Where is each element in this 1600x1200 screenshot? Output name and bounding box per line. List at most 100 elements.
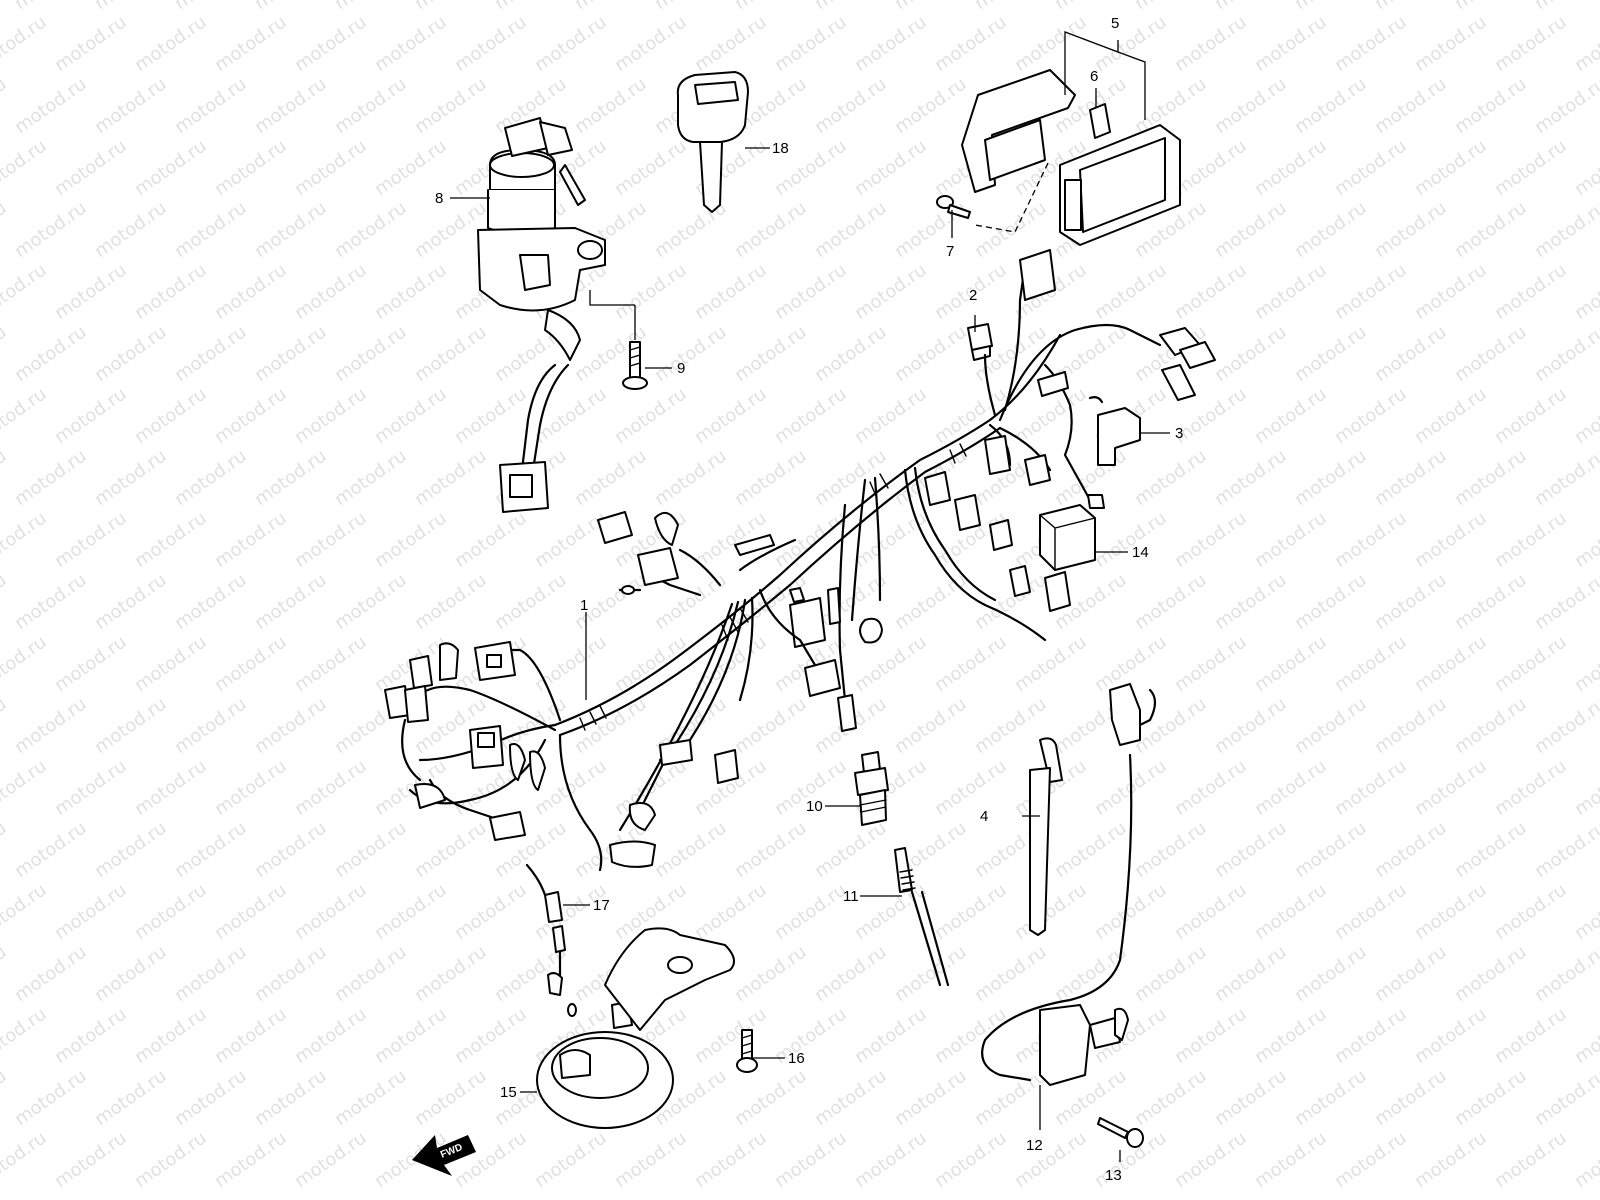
watermark-text: motod.ru [411, 942, 491, 1007]
watermark-text: motod.ru [1211, 0, 1291, 14]
watermark-text: motod.ru [1371, 198, 1451, 263]
watermark-text: motod.ru [1371, 0, 1451, 14]
watermark-text: motod.ru [1331, 1004, 1411, 1069]
watermark-text: motod.ru [11, 74, 91, 139]
watermark-text: motod.ru [651, 446, 731, 511]
watermark-text: motod.ru [931, 12, 1011, 77]
watermark-text: motod.ru [1411, 508, 1491, 573]
watermark-text: motod.ru [211, 756, 291, 821]
watermark-text: motod.ru [171, 446, 251, 511]
watermark-text: motod.ru [1251, 756, 1331, 821]
callout-3: 3 [1175, 425, 1183, 442]
watermark-text: motod.ru [691, 12, 771, 77]
watermark-text: motod.ru [51, 508, 131, 573]
callout-13: 13 [1105, 1167, 1122, 1184]
watermark-text: motod.ru [531, 508, 611, 573]
watermark-text: motod.ru [91, 942, 171, 1007]
watermark-text: motod.ru [651, 0, 731, 14]
watermark-text: motod.ru [291, 260, 371, 325]
watermark-text: motod.ru [131, 756, 211, 821]
watermark-text: motod.ru [1371, 694, 1451, 759]
watermark-text: motod.ru [731, 818, 811, 883]
watermark-text: motod.ru [131, 260, 211, 325]
ignition-key [676, 71, 749, 213]
watermark-text: motod.ru [371, 508, 451, 573]
watermark-text: motod.ru [571, 74, 651, 139]
watermark-text: motod.ru [1131, 1066, 1211, 1131]
watermark-text: motod.ru [1531, 74, 1600, 139]
watermark-text: motod.ru [1571, 1004, 1600, 1069]
cdi-unit [961, 69, 1181, 246]
watermark-text: motod.ru [131, 508, 211, 573]
watermark-text: motod.ru [771, 880, 851, 945]
sensor-12 [981, 683, 1157, 1086]
callout-16: 16 [788, 1050, 805, 1067]
connector-2 [967, 323, 993, 361]
horn-15 [536, 927, 735, 1129]
watermark-text: motod.ru [1491, 1128, 1571, 1193]
watermark-text: motod.ru [731, 1066, 811, 1131]
watermark-text: motod.ru [971, 942, 1051, 1007]
watermark-text: motod.ru [0, 12, 51, 77]
watermark-text: motod.ru [811, 818, 891, 883]
watermark-text: motod.ru [131, 1004, 211, 1069]
watermark-text: motod.ru [51, 632, 131, 697]
watermark-text: motod.ru [1531, 942, 1600, 1007]
watermark-text: motod.ru [1171, 632, 1251, 697]
watermark-text: motod.ru [531, 632, 611, 697]
watermark-text: motod.ru [171, 694, 251, 759]
watermark-text: motod.ru [1571, 384, 1600, 449]
watermark-text: motod.ru [371, 1004, 451, 1069]
watermark-text: motod.ru [1251, 880, 1331, 945]
watermark-text: motod.ru [51, 880, 131, 945]
watermark-text: motod.ru [11, 322, 91, 387]
callout-15: 15 [500, 1084, 517, 1101]
watermark-text: motod.ru [1371, 570, 1451, 635]
watermark-text: motod.ru [731, 694, 811, 759]
watermark-text: motod.ru [371, 12, 451, 77]
watermark-text: motod.ru [1291, 818, 1371, 883]
watermark-text: motod.ru [171, 0, 251, 14]
watermark-text: motod.ru [771, 508, 851, 573]
watermark-text: motod.ru [531, 1128, 611, 1193]
watermark-text: motod.ru [1131, 74, 1211, 139]
watermark-text: motod.ru [1011, 12, 1091, 77]
watermark-text: motod.ru [451, 12, 531, 77]
watermark-text: motod.ru [1011, 880, 1091, 945]
switch-10 [854, 751, 889, 826]
watermark-text: motod.ru [1411, 12, 1491, 77]
watermark-text: motod.ru [1131, 818, 1211, 883]
watermark-text: motod.ru [851, 12, 931, 77]
watermark-text: motod.ru [771, 12, 851, 77]
watermark-text: motod.ru [1171, 880, 1251, 945]
watermark-text: motod.ru [251, 818, 331, 883]
watermark-text: motod.ru [1571, 136, 1600, 201]
watermark-text: motod.ru [411, 1066, 491, 1131]
watermark-text: motod.ru [291, 384, 371, 449]
watermark-text: motod.ru [931, 880, 1011, 945]
watermark-text: motod.ru [0, 632, 51, 697]
watermark-text: motod.ru [1491, 12, 1571, 77]
callout-1: 1 [580, 597, 588, 614]
watermark-text: motod.ru [1531, 1066, 1600, 1131]
watermark-text: motod.ru [0, 880, 51, 945]
watermark-text: motod.ru [171, 570, 251, 635]
watermark-text: motod.ru [1531, 322, 1600, 387]
watermark-text: motod.ru [1571, 880, 1600, 945]
watermark-text: motod.ru [251, 0, 331, 14]
watermark-text: motod.ru [251, 198, 331, 263]
watermark-text: motod.ru [1171, 756, 1251, 821]
wire-lead-17 [525, 863, 577, 1017]
watermark-text: motod.ru [1371, 818, 1451, 883]
watermark-text: motod.ru [1211, 694, 1291, 759]
watermark-text: motod.ru [1451, 942, 1531, 1007]
watermark-text: motod.ru [211, 880, 291, 945]
watermark-text: motod.ru [1411, 1128, 1491, 1193]
watermark-text: motod.ru [411, 818, 491, 883]
watermark-text: motod.ru [251, 74, 331, 139]
watermark-text: motod.ru [571, 446, 651, 511]
watermark-text: motod.ru [171, 198, 251, 263]
watermark-text: motod.ru [691, 384, 771, 449]
watermark-text: motod.ru [811, 0, 891, 14]
watermark-text: motod.ru [1251, 632, 1331, 697]
